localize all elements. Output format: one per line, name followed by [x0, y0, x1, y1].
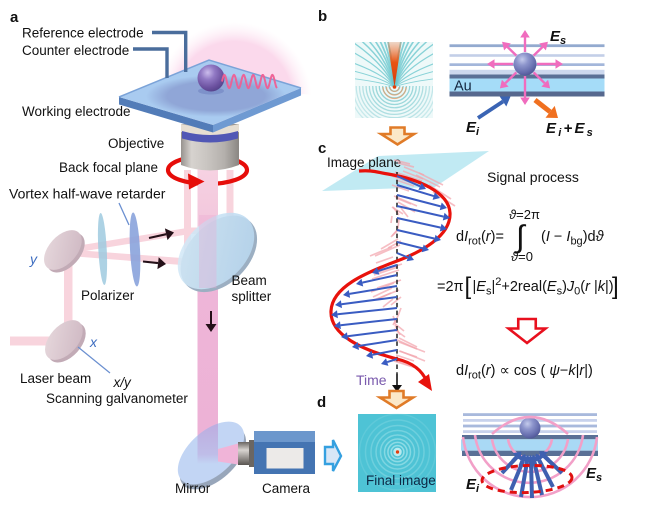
- svg-text:Au: Au: [454, 79, 472, 95]
- svg-text:x: x: [89, 334, 98, 350]
- svg-text:=2π: =2π: [437, 279, 464, 295]
- svg-text:Scanning galvanometer: Scanning galvanometer: [46, 391, 188, 406]
- svg-text:Time: Time: [356, 372, 387, 388]
- svg-text:Objective: Objective: [108, 136, 164, 151]
- svg-text:a: a: [10, 9, 19, 26]
- svg-text:Beam: Beam: [232, 273, 267, 288]
- svg-text:Reference electrode: Reference electrode: [22, 26, 144, 41]
- svg-text:]: ]: [612, 273, 619, 300]
- svg-text:ϑ=0: ϑ=0: [511, 249, 533, 264]
- svg-text:y: y: [29, 251, 38, 267]
- svg-text:Camera: Camera: [262, 481, 311, 496]
- svg-text:Mirror: Mirror: [175, 481, 211, 496]
- svg-text:dIrot(r)=: dIrot(r)=: [456, 229, 504, 248]
- svg-text:x/y: x/y: [113, 375, 133, 390]
- svg-text:Back focal plane: Back focal plane: [59, 160, 158, 175]
- svg-text:c: c: [318, 140, 326, 157]
- svg-text:Working electrode: Working electrode: [22, 104, 131, 119]
- svg-text:Signal process: Signal process: [487, 169, 579, 185]
- svg-text:Final image: Final image: [366, 473, 436, 488]
- svg-text:b: b: [318, 8, 327, 25]
- svg-text:Counter electrode: Counter electrode: [22, 43, 129, 58]
- svg-text:Image plane: Image plane: [327, 155, 401, 170]
- svg-text:Laser beam: Laser beam: [20, 371, 91, 386]
- svg-text:d: d: [317, 394, 326, 411]
- svg-text:splitter: splitter: [232, 289, 272, 304]
- svg-text:Vortex half-wave retarder: Vortex half-wave retarder: [9, 186, 166, 202]
- svg-text:[: [: [465, 273, 472, 300]
- svg-text:|Es|2+2real(Es)J0(r |k|): |Es|2+2real(Es)J0(r |k|): [473, 276, 614, 298]
- svg-text:Polarizer: Polarizer: [81, 288, 135, 303]
- svg-text:ϑ=2π: ϑ=2π: [509, 207, 540, 222]
